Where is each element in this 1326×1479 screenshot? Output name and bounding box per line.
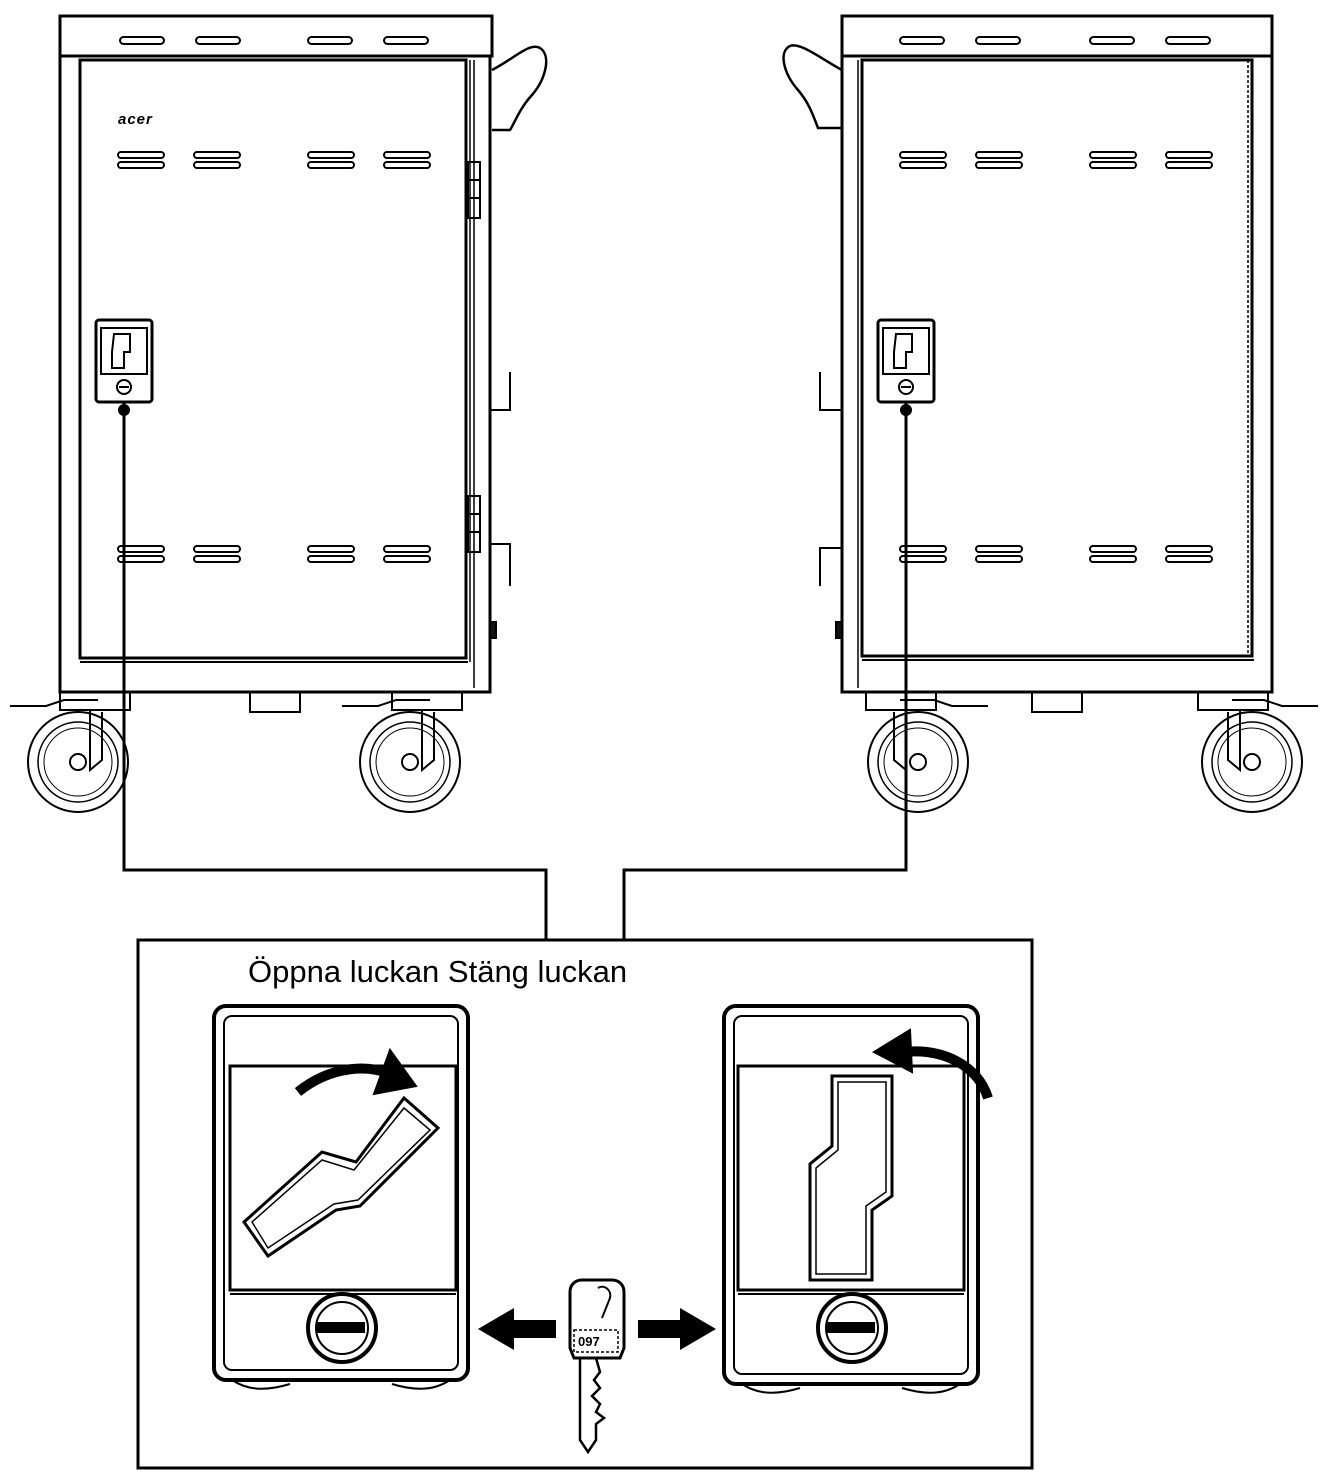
left-caster-wheel-icon-2	[342, 691, 463, 813]
key-icon: 097	[568, 1278, 626, 1455]
detail-panel	[136, 938, 1034, 1470]
open-lock-detail	[212, 1004, 470, 1390]
right-caster-wheel-icon-2	[1197, 691, 1318, 813]
left-lid-vents	[119, 36, 429, 45]
left-door-vents-upper	[117, 151, 431, 169]
left-push-handle	[491, 45, 548, 132]
left-hinge-top	[467, 161, 481, 219]
right-callout-line	[622, 402, 908, 940]
left-cart: acer	[10, 14, 548, 813]
left-brand-logo: acer	[118, 111, 153, 128]
left-callout-line	[122, 402, 548, 940]
right-cart-door	[860, 58, 1254, 658]
arrow-right-icon	[638, 1308, 716, 1350]
arrow-left-icon	[478, 1308, 556, 1350]
open-lock-handle	[242, 1095, 441, 1259]
right-door-vents-lower	[899, 545, 1213, 563]
right-cart	[782, 14, 1318, 813]
lock-icon	[306, 1292, 378, 1364]
lock-icon-2	[816, 1292, 888, 1364]
left-caster-wheel-icon	[10, 691, 131, 813]
left-hinge-bottom	[467, 495, 481, 553]
right-push-handle	[782, 44, 843, 130]
closed-lock-detail	[722, 1004, 993, 1394]
left-small-lock-icon	[94, 318, 154, 404]
open-lock-plate	[228, 1064, 458, 1292]
right-door-vents-upper	[899, 151, 1213, 169]
closed-lock-handle	[808, 1074, 894, 1282]
closed-lock-plate	[736, 1064, 966, 1292]
right-lid-vents	[899, 36, 1211, 45]
left-cart-door	[78, 58, 468, 660]
right-caster-wheel-icon	[865, 691, 988, 813]
lock-caption: Öppna luckan Stäng luckan	[248, 954, 628, 989]
key-number: 097	[578, 1334, 600, 1349]
curved-arrow-icon-2	[903, 1046, 993, 1100]
right-small-lock-icon	[876, 318, 936, 404]
left-door-vents-lower	[117, 545, 431, 563]
